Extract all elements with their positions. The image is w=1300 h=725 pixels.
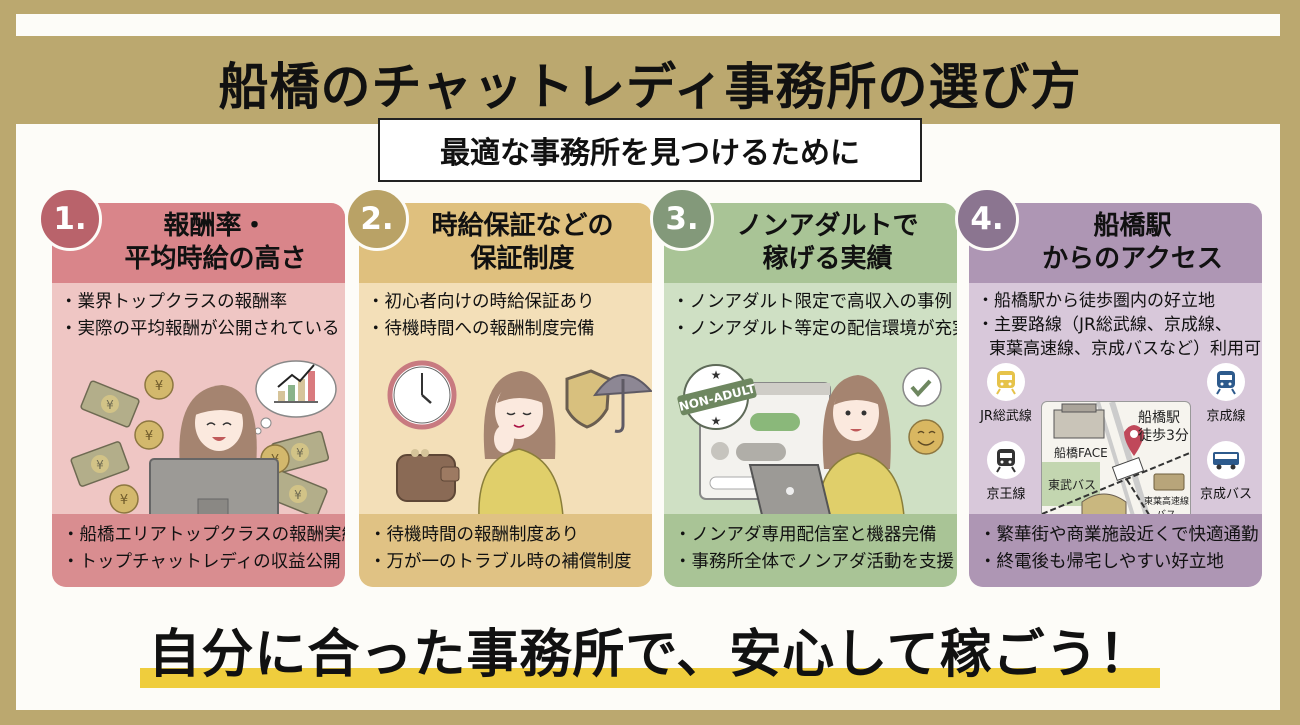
map-face-label: 船橋FACE [1054, 446, 1108, 460]
card-bottom-bullets: ・船橋エリアトップクラスの報酬実績 ・トップチャットレディの収益公開 [52, 514, 345, 587]
card-bottom-bullets: ・ノンアダ専用配信室と機器完備 ・事務所全体でノンアダ活動を支援 [664, 514, 957, 587]
transit-label: 京王線 [986, 487, 1026, 502]
transit-keisei-bus: 京成バス [1191, 441, 1261, 502]
map-station-label: 船橋駅 [1138, 410, 1180, 426]
transit-keisei: 京成線 [1191, 363, 1261, 424]
bullet-item: ・ノンアダルト限定で高収入の事例 [672, 292, 952, 312]
train-icon [987, 363, 1025, 401]
card-bottom-bullets: ・繁華街や商業施設近くで快適通勤 ・終電後も帰宅しやすい好立地 [969, 514, 1262, 587]
thought-bubble-chart [254, 360, 337, 435]
woman-figure [478, 371, 564, 518]
card-top-bullets: ・業界トップクラスの報酬率 ・実際の平均報酬が公開されている [52, 283, 345, 343]
computer-monitor-icon [149, 458, 279, 520]
clock-icon [387, 360, 457, 430]
slogan-highlight [140, 668, 1160, 688]
bullet-item: ・事務所全体でノンアダ活動を支援 [674, 552, 954, 572]
banknote-icon: ¥ [80, 380, 140, 428]
map-toyo-label: 東葉高速線 [1144, 497, 1190, 507]
card-reward-rate: 報酬率・ 平均時給の高さ ・業界トップクラスの報酬率 ・実際の平均報酬が公開され… [52, 203, 345, 587]
check-bubble-icon [902, 367, 942, 407]
card-guarantee-system: 時給保証などの 保証制度 ・初心者向けの時給保証あり ・待機時間への報酬制度完備 [359, 203, 652, 587]
woman-figure [817, 375, 905, 518]
bullet-item: ・船橋エリアトップクラスの報酬実績 [62, 525, 345, 545]
number-badge-3: 3. [650, 187, 714, 251]
bullet-item: 東葉高速線、京成バスなど）利用可 [989, 339, 1261, 359]
bullet-item: ・船橋駅から徒歩圏内の好立地 [977, 291, 1215, 311]
title-band: 船橋のチャットレディ事務所の選び方 [0, 36, 1300, 124]
svg-text:★: ★ [711, 368, 722, 382]
card-top-bullets: ・初心者向けの時給保証あり ・待機時間への報酬制度完備 [359, 283, 652, 343]
transit-label: JR総武線 [980, 409, 1032, 424]
access-map-section: JR総武線 京王線 京成線 京成バス [969, 357, 1262, 531]
card-station-access: 船橋駅 からのアクセス ・船橋駅から徒歩圏内の好立地 ・主要路線（JR総武線、京… [969, 203, 1262, 587]
bullet-item: ・繁華街や商業施設近くで快適通勤 [979, 525, 1259, 545]
svg-text:¥: ¥ [120, 493, 128, 508]
transit-label: 京成線 [1206, 409, 1246, 424]
card-title-line: 時給保証などの [431, 211, 614, 241]
card-non-adult-results: ノンアダルトで 稼げる実績 ・ノンアダルト限定で高収入の事例 ・ノンアダルト等定… [664, 203, 957, 587]
bullet-item: ・主要路線（JR総武線、京成線、 [977, 315, 1232, 335]
card-bottom-bullets: ・待機時間の報酬制度あり ・万が一のトラブル時の補償制度 [359, 514, 652, 587]
svg-text:¥: ¥ [96, 458, 104, 472]
illustration-woman-laptop: ★ ★ NON-ADULT [664, 349, 957, 518]
bullet-item: ・待機時間の報酬制度あり [369, 525, 579, 545]
illustration-woman-guarantee [359, 349, 652, 518]
transit-jr-sobu: JR総武線 [971, 363, 1041, 424]
card-title-line: 報酬率・ [163, 211, 268, 241]
subtitle-box: 最適な事務所を見つけるために [378, 118, 922, 182]
card-title-line: 平均時給の高さ [124, 244, 307, 274]
woman-figure [179, 385, 257, 467]
slogan-wrap: 自分に合った事務所で、安心して稼ごう！ [140, 612, 1160, 692]
transit-label: 京成バス [1199, 487, 1252, 502]
laptop-icon [748, 464, 832, 516]
subtitle: 最適な事務所を見つけるために [440, 136, 860, 171]
top-strip [16, 14, 1280, 36]
train-icon [1207, 363, 1245, 401]
card-top-bullets: ・船橋駅から徒歩圏内の好立地 ・主要路線（JR総武線、京成線、 東葉高速線、京成… [969, 283, 1262, 361]
map-tobu-label: 東武バス [1048, 478, 1097, 492]
shield-icon [565, 369, 611, 429]
card-title-line: ノンアダルトで [736, 211, 919, 241]
bullet-item: ・万が一のトラブル時の補償制度 [369, 552, 632, 572]
bullet-item: ・業界トップクラスの報酬率 [60, 292, 288, 312]
umbrella-icon [593, 374, 652, 433]
svg-text:¥: ¥ [155, 379, 163, 394]
bullet-item: ・ノンアダ専用配信室と機器完備 [674, 525, 937, 545]
bullet-item: ・トップチャットレディの収益公開 [62, 552, 341, 572]
area-map: 船橋駅 徒歩3分 船橋FACE 東武バス 東葉高速線 バス 船橋仲通商店街 [1041, 401, 1191, 531]
card-title-line: からのアクセス [1042, 244, 1223, 274]
svg-text:¥: ¥ [145, 429, 153, 444]
train-icon [987, 441, 1025, 479]
card-title-line: 船橋駅 [1093, 211, 1172, 241]
number-badge-4: 4. [955, 187, 1019, 251]
illustration-woman-money: ¥ ¥ ¥ ¥ ¥ ¥ ¥ [52, 349, 345, 520]
card-top-bullets: ・ノンアダルト限定で高収入の事例 ・ノンアダルト等定の配信環境が充実 [664, 283, 957, 343]
page-title: 船橋のチャットレディ事務所の選び方 [218, 58, 1082, 116]
map-walk-label: 徒歩3分 [1138, 428, 1189, 444]
number-badge-2: 2. [345, 187, 409, 251]
svg-text:¥: ¥ [294, 488, 302, 502]
transit-keio: 京王線 [971, 441, 1041, 502]
wallet-icon [396, 449, 460, 502]
slogan-text: 自分に合った事務所で、安心して稼ごう！ [148, 625, 1152, 685]
card-title-line: 稼げる実績 [762, 244, 893, 274]
bullet-item: ・終電後も帰宅しやすい好立地 [979, 552, 1224, 572]
bottom-slogan: 自分に合った事務所で、安心して稼ごう！ [0, 612, 1300, 692]
svg-text:¥: ¥ [296, 446, 304, 460]
card-title-line: 保証制度 [470, 244, 575, 274]
svg-text:¥: ¥ [106, 398, 114, 412]
bullet-item: ・実際の平均報酬が公開されている [60, 319, 340, 339]
smiley-icon [908, 419, 944, 455]
bullet-item: ・待機時間への報酬制度完備 [367, 319, 595, 339]
bus-icon [1207, 441, 1245, 479]
bullet-item: ・初心者向けの時給保証あり [367, 292, 595, 312]
svg-text:★: ★ [711, 414, 722, 428]
number-badge-1: 1. [38, 187, 102, 251]
bullet-item: ・ノンアダルト等定の配信環境が充実 [672, 319, 957, 339]
non-adult-stamp: ★ ★ NON-ADULT [677, 364, 758, 430]
